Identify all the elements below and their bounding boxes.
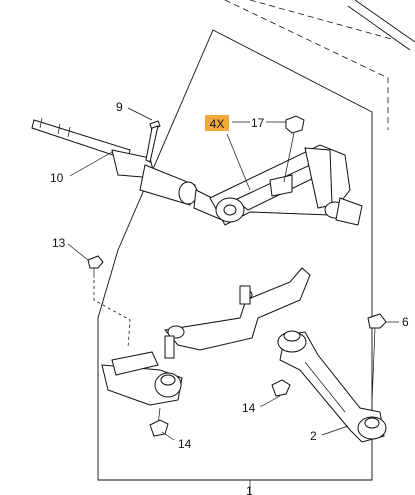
reference-line-dashed xyxy=(249,0,396,41)
reference-outline-dashed xyxy=(224,0,389,130)
callout-1: 1 xyxy=(246,484,253,495)
support-bracket xyxy=(164,267,311,359)
assembly-boundary xyxy=(97,29,373,481)
bolt-part-6 xyxy=(367,313,387,403)
callout-9: 9 xyxy=(116,100,123,114)
lower-left-mount xyxy=(101,351,183,426)
shift-rod-part-10 xyxy=(31,117,227,221)
callout-14-right: 14 xyxy=(242,401,256,415)
callout-2: 2 xyxy=(310,429,317,443)
quantity-badge-label: 4X xyxy=(210,117,225,131)
mount-arm-part-2 xyxy=(277,330,387,443)
callout-17: 17 xyxy=(251,116,265,130)
callout-10: 10 xyxy=(50,171,64,185)
nut-part-14-right xyxy=(261,379,291,407)
leader-lines xyxy=(67,107,399,495)
nut-part-14-left xyxy=(149,419,169,437)
callout-14-left: 14 xyxy=(178,437,192,451)
quantity-badge xyxy=(205,115,229,131)
callout-13: 13 xyxy=(52,236,66,250)
nut-part-17 xyxy=(283,115,305,183)
upper-shaft xyxy=(347,0,415,51)
pin-part-9 xyxy=(145,120,161,163)
callout-6: 6 xyxy=(402,315,409,329)
shift-lever-housing xyxy=(209,144,363,226)
bolt-part-13 xyxy=(87,255,131,349)
